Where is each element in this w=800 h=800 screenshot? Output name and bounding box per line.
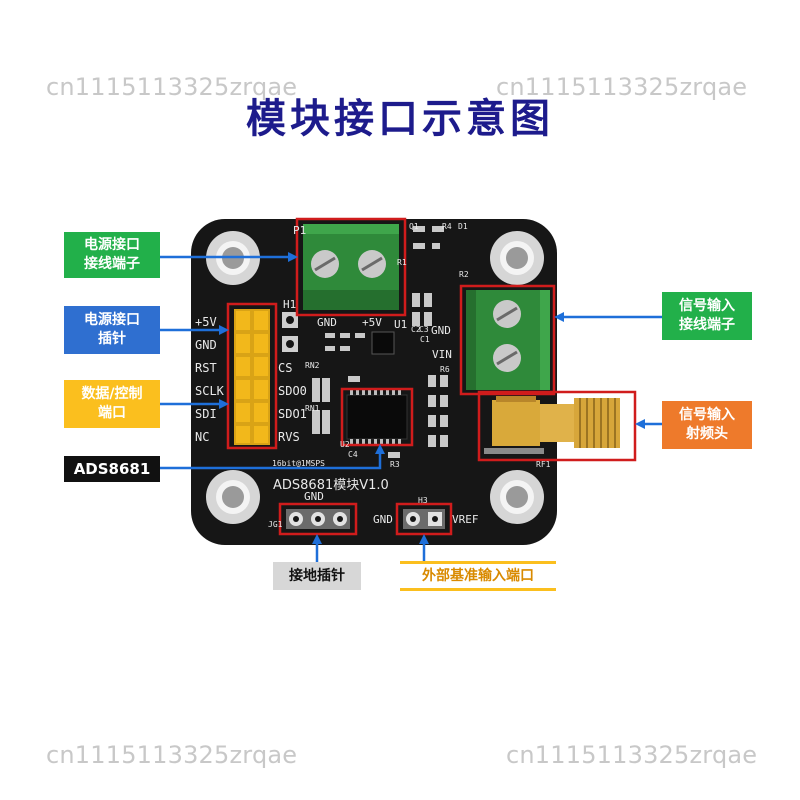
silk-gnd-right: GND [431, 324, 451, 337]
silk-r6: R6 [440, 365, 450, 374]
ads8681-chip-icon [346, 390, 408, 444]
silk-rn2: RN2 [305, 361, 320, 370]
highlight-boxes [226, 217, 637, 536]
callout-signal-terminal: 信号输入 接线端子 [662, 292, 752, 340]
callout-ground-pins: 接地插针 [273, 562, 361, 590]
silk-r1: R1 [397, 258, 407, 267]
silk-vin: VIN [432, 348, 452, 361]
jg1-ground-pins [286, 509, 350, 529]
signal-terminal-block [466, 290, 550, 390]
pin-label-5v: +5V [195, 315, 217, 329]
silk-model: ADS8681模块V1.0 [273, 478, 389, 493]
silk-gnd-h3: GND [373, 513, 393, 526]
sma-connector-icon [484, 396, 620, 454]
arrow-power-pins [160, 325, 229, 335]
pin-label-cs: CS [278, 361, 293, 375]
h3-vref-pins [403, 509, 445, 529]
pin-label-sdi: SDI [195, 407, 217, 421]
highlight-chip [340, 387, 414, 447]
mounting-hole-icon [490, 470, 544, 524]
pin-label-sdo0: SDO0 [278, 384, 307, 398]
arrow-power-terminal [160, 252, 298, 262]
callout-power-pins: 电源接口 插针 [64, 306, 160, 354]
silk-r3: R3 [390, 460, 400, 469]
arrow-signal-terminal [554, 312, 662, 322]
silk-rf1: RF1 [536, 460, 551, 469]
callout-data-port: 数据/控制 端口 [64, 380, 160, 428]
silk-spec: 16bit@1MSPS [272, 459, 325, 468]
silk-h3: H3 [418, 496, 428, 505]
watermark-top-right: cn1115113325zrqae [496, 73, 748, 101]
silk-rn1: RN1 [305, 404, 320, 413]
silk-d1: D1 [458, 222, 468, 231]
arrow-data-port [160, 399, 229, 409]
silk-c2: C2 [411, 325, 421, 334]
arrow-chip [160, 444, 385, 470]
pin-header-2x6 [234, 309, 270, 445]
arrow-vref [419, 534, 429, 562]
page-title: 模块接口示意图 [246, 95, 554, 142]
silk-u1: U1 [394, 318, 408, 331]
callout-power-terminal: 电源接口 接线端子 [64, 232, 160, 278]
silk-c4: C4 [348, 450, 358, 459]
pin-label-gnd: GND [195, 338, 217, 352]
pin-label-sdo1: SDO1 [278, 407, 307, 421]
mounting-hole-icon [490, 231, 544, 285]
silk-h1: H1 [283, 298, 297, 311]
pin-label-nc: NC [195, 430, 210, 444]
pin-label-rvs: RVS [278, 430, 300, 444]
callout-signal-rf: 信号输入 射频头 [662, 401, 752, 449]
smd-components [312, 226, 448, 458]
watermark-bottom-right: cn1115113325zrqae [506, 741, 758, 769]
highlight-power-terminal [295, 217, 407, 317]
silk-vref: VREF [452, 513, 479, 526]
silk-q1: Q1 [409, 222, 419, 231]
silk-jg1: JG1 [268, 520, 283, 529]
callout-chip: ADS8681 [64, 456, 160, 482]
regulator-u1 [371, 331, 395, 355]
silk-p1: P1 [293, 224, 307, 237]
pin-label-sclk: SCLK [195, 384, 224, 398]
pcb-body [191, 219, 557, 545]
silk-c1: C1 [420, 335, 430, 344]
callout-vref-port: 外部基准输入端口 [400, 561, 556, 591]
arrow-ground-pins [312, 534, 322, 562]
watermark-top-left: cn1115113325zrqae [46, 73, 298, 101]
highlight-rf-connector [477, 390, 637, 462]
silk-c3: C3 [419, 325, 429, 334]
silk-terminal-5v: +5V [362, 316, 382, 329]
highlight-ground-pins [278, 502, 358, 536]
silk-gnd-bottom: GND [304, 490, 324, 503]
silk-r2: R2 [459, 270, 469, 279]
silk-u2: U2 [340, 440, 350, 449]
silk-terminal-gnd: GND [317, 316, 337, 329]
pin-label-rst: RST [195, 361, 217, 375]
arrow-rf [635, 419, 662, 429]
silk-r4: R4 [442, 222, 452, 231]
mounting-hole-icon [206, 470, 260, 524]
h1-test-pads [282, 312, 298, 352]
power-terminal-block [303, 224, 399, 310]
highlight-signal-terminal [459, 284, 556, 396]
watermark-bottom-left: cn1115113325zrqae [46, 741, 298, 769]
highlight-pin-header [226, 302, 278, 450]
